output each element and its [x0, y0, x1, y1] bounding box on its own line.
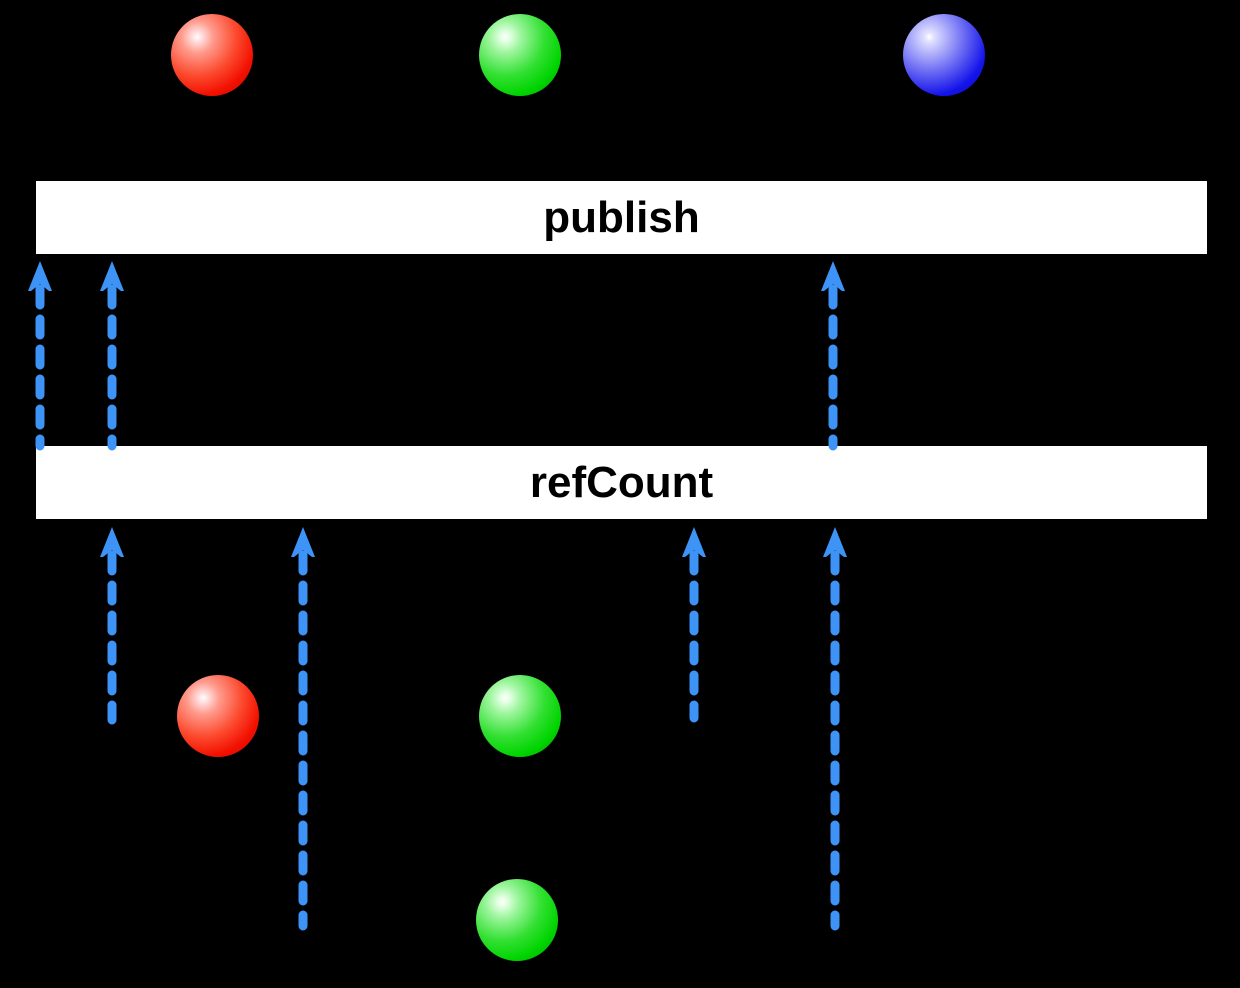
operator-label-publish: publish: [543, 192, 700, 242]
operator-label-refcount: refCount: [529, 457, 714, 507]
source-marble-blue[interactable]: [903, 14, 985, 96]
subscriber-a-marble-red[interactable]: [177, 675, 259, 757]
subscriber-b-marble-green[interactable]: [476, 879, 558, 961]
arrow-refcount-2: [288, 527, 318, 931]
subscriber-a-marble-green[interactable]: [479, 675, 561, 757]
operator-bar-publish[interactable]: publish: [36, 181, 1207, 254]
operator-bar-refcount[interactable]: refCount: [36, 446, 1207, 519]
arrow-refcount-1: [97, 527, 127, 725]
source-marble-red[interactable]: [171, 14, 253, 96]
arrow-refcount-3: [679, 527, 709, 723]
arrow-publish-2: [97, 261, 127, 451]
arrow-refcount-4: [820, 527, 850, 931]
source-marble-green[interactable]: [479, 14, 561, 96]
arrow-publish-1: [25, 261, 55, 451]
arrow-publish-3: [818, 261, 848, 451]
